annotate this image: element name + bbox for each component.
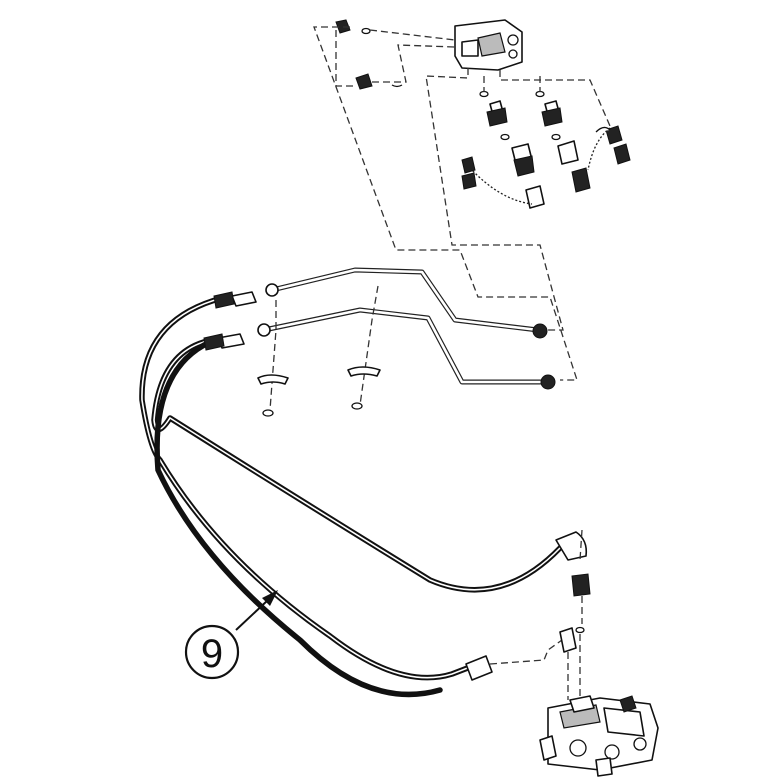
hose-outer [139, 295, 481, 681]
steel-tube-upper [231, 267, 548, 339]
steel-tube-lower [217, 307, 556, 390]
fitting-mid [355, 73, 373, 90]
control-valve [539, 695, 659, 777]
hose-fitting-mid-left [203, 333, 225, 351]
hose-inner [151, 337, 575, 593]
hose-fitting-bottom [465, 639, 563, 681]
dust-cap-left [461, 156, 476, 174]
callout-circle [184, 624, 240, 680]
callout-9: 9 [184, 590, 278, 680]
adapter-fitting [559, 627, 577, 700]
elbow-fitting [555, 529, 591, 700]
quick-coupler-assembly [335, 19, 631, 209]
assembly-dashed-lines [313, 26, 611, 381]
callout-leader [235, 599, 269, 631]
coupler-left-stack [479, 90, 545, 209]
tube-clamp-right [347, 285, 381, 410]
dust-cap-right [605, 125, 623, 145]
callout-arrowhead-icon [262, 590, 278, 606]
hose-fitting-top-left [213, 291, 235, 309]
tube-clamp-left [257, 300, 289, 417]
callout-number: 9 [201, 632, 223, 676]
coupler-right-stack [535, 90, 591, 193]
hose-middle [154, 339, 443, 698]
